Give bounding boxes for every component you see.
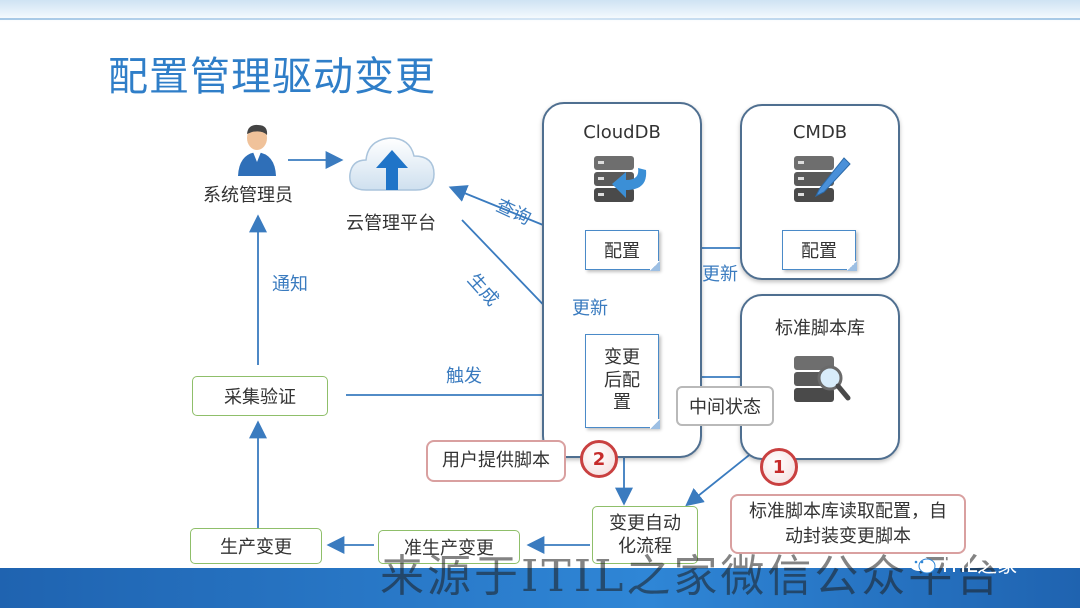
step-1-badge: 1 [760, 448, 798, 486]
cmdb-config-label: 配置 [801, 241, 837, 262]
changed-config-doc: 变更后配置 [585, 334, 660, 429]
cloud-platform-label: 云管理平台 [346, 213, 436, 234]
bottom-blue-bar [0, 568, 1080, 608]
clouddb-title: CloudDB [583, 122, 661, 143]
step-2-number: 2 [592, 448, 606, 470]
notify-label: 通知 [272, 274, 308, 295]
step-1-number: 1 [772, 456, 786, 478]
watermark-text: 来源于ITIL之家微信公众平台 [380, 551, 1003, 602]
user-script-callout: 用户提供脚本 [426, 440, 566, 482]
collect-verify-label: 采集验证 [224, 387, 296, 408]
collect-verify-box: 采集验证 [192, 376, 328, 416]
update-right-label: 更新 [702, 264, 738, 285]
database-edit-icon [794, 156, 851, 202]
cmdb-title: CMDB [792, 122, 848, 143]
cloud-upload-icon [349, 137, 435, 191]
admin-person-icon [238, 124, 276, 176]
auto-flow-box: 变更自动化流程 [592, 506, 698, 564]
auto-flow-label: 变更自动化流程 [609, 512, 681, 557]
wechat-account: ITIL之家 [908, 549, 1017, 578]
changed-config-label: 变更后配置 [604, 347, 640, 414]
database-search-icon [794, 356, 851, 402]
intermediate-state-label: 中间状态 [689, 397, 761, 418]
cmdb-config-doc: 配置 [782, 230, 857, 271]
pre-production-change-label: 准生产变更 [404, 538, 494, 559]
lib-read-label: 标准脚本库读取配置，自动封装变更脚本 [749, 500, 947, 547]
production-change-box: 生产变更 [190, 528, 322, 564]
admin-label: 系统管理员 [203, 185, 293, 206]
wechat-icon [909, 554, 936, 573]
production-change-label: 生产变更 [220, 537, 292, 558]
database-sync-icon [594, 156, 647, 202]
script-library-title: 标准脚本库 [775, 318, 865, 339]
trigger-label: 触发 [446, 366, 482, 387]
user-script-label: 用户提供脚本 [442, 450, 550, 472]
intermediate-state-box: 中间状态 [676, 386, 774, 426]
wechat-account-name: ITIL之家 [942, 553, 1018, 577]
slide-title: 配置管理驱动变更 [108, 54, 436, 100]
step-2-badge: 2 [580, 440, 618, 478]
update-left-label: 更新 [572, 298, 608, 319]
pre-production-change-box: 准生产变更 [378, 530, 520, 564]
top-decoration-band [0, 0, 1080, 22]
lib-read-callout: 标准脚本库读取配置，自动封装变更脚本 [730, 494, 966, 554]
clouddb-config-doc: 配置 [585, 230, 660, 271]
clouddb-config-label: 配置 [604, 241, 640, 262]
